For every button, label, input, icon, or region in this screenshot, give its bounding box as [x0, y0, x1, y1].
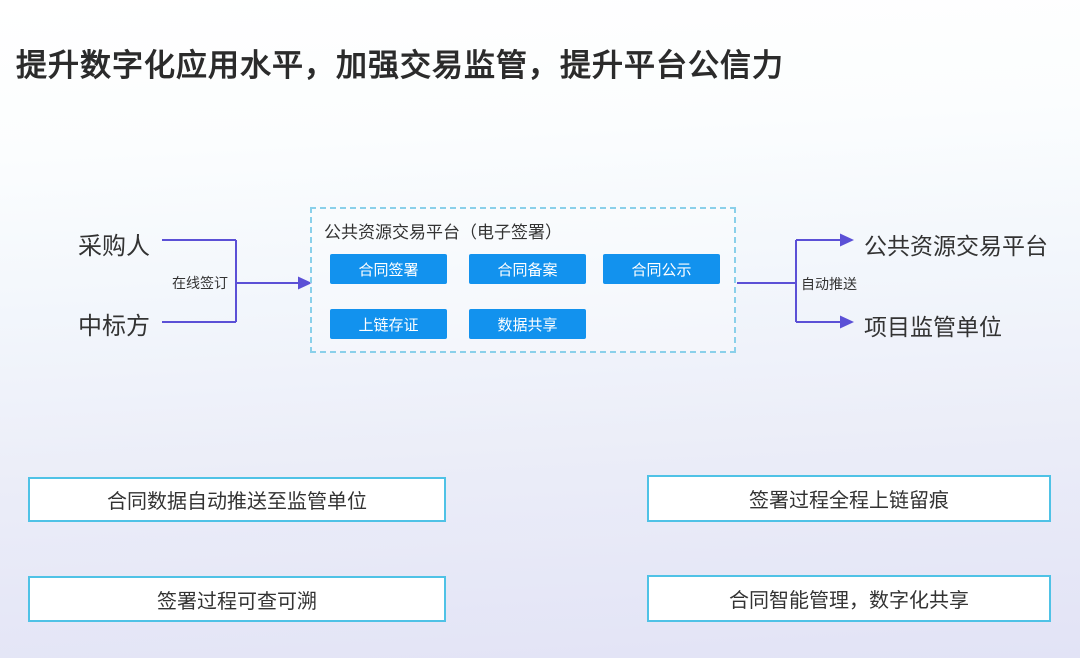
chip-contract-publicity: 合同公示	[603, 254, 720, 284]
feature-box-auto-push-to-regulator: 合同数据自动推送至监管单位	[28, 477, 446, 522]
arrowhead-to-regulator-target	[840, 315, 854, 329]
chip-chain-evidence: 上链存证	[330, 309, 447, 339]
feature-box-chain-record: 签署过程全程上链留痕	[647, 475, 1051, 522]
target-project-regulator: 项目监管单位	[864, 314, 1002, 340]
edge-label-online-signing: 在线签订	[172, 275, 228, 291]
arrowhead-to-platform-target	[840, 233, 854, 247]
chip-contract-signing: 合同签署	[330, 254, 447, 284]
feature-box-traceable-process: 签署过程可查可溯	[28, 576, 446, 622]
page-title: 提升数字化应用水平，加强交易监管，提升平台公信力	[16, 48, 784, 83]
target-public-resource-platform: 公共资源交易平台	[864, 233, 1048, 259]
party-purchaser-label: 采购人	[78, 233, 150, 260]
chip-contract-filing: 合同备案	[469, 254, 586, 284]
chip-data-sharing: 数据共享	[469, 309, 586, 339]
platform-box-title: 公共资源交易平台（电子签署）	[324, 223, 562, 242]
platform-box: 公共资源交易平台（电子签署） 合同签署 合同备案 合同公示 上链存证 数据共享	[310, 207, 736, 353]
feature-box-smart-management: 合同智能管理，数字化共享	[647, 575, 1051, 622]
edge-label-auto-push: 自动推送	[801, 276, 857, 292]
party-winning-bidder-label: 中标方	[78, 313, 150, 340]
